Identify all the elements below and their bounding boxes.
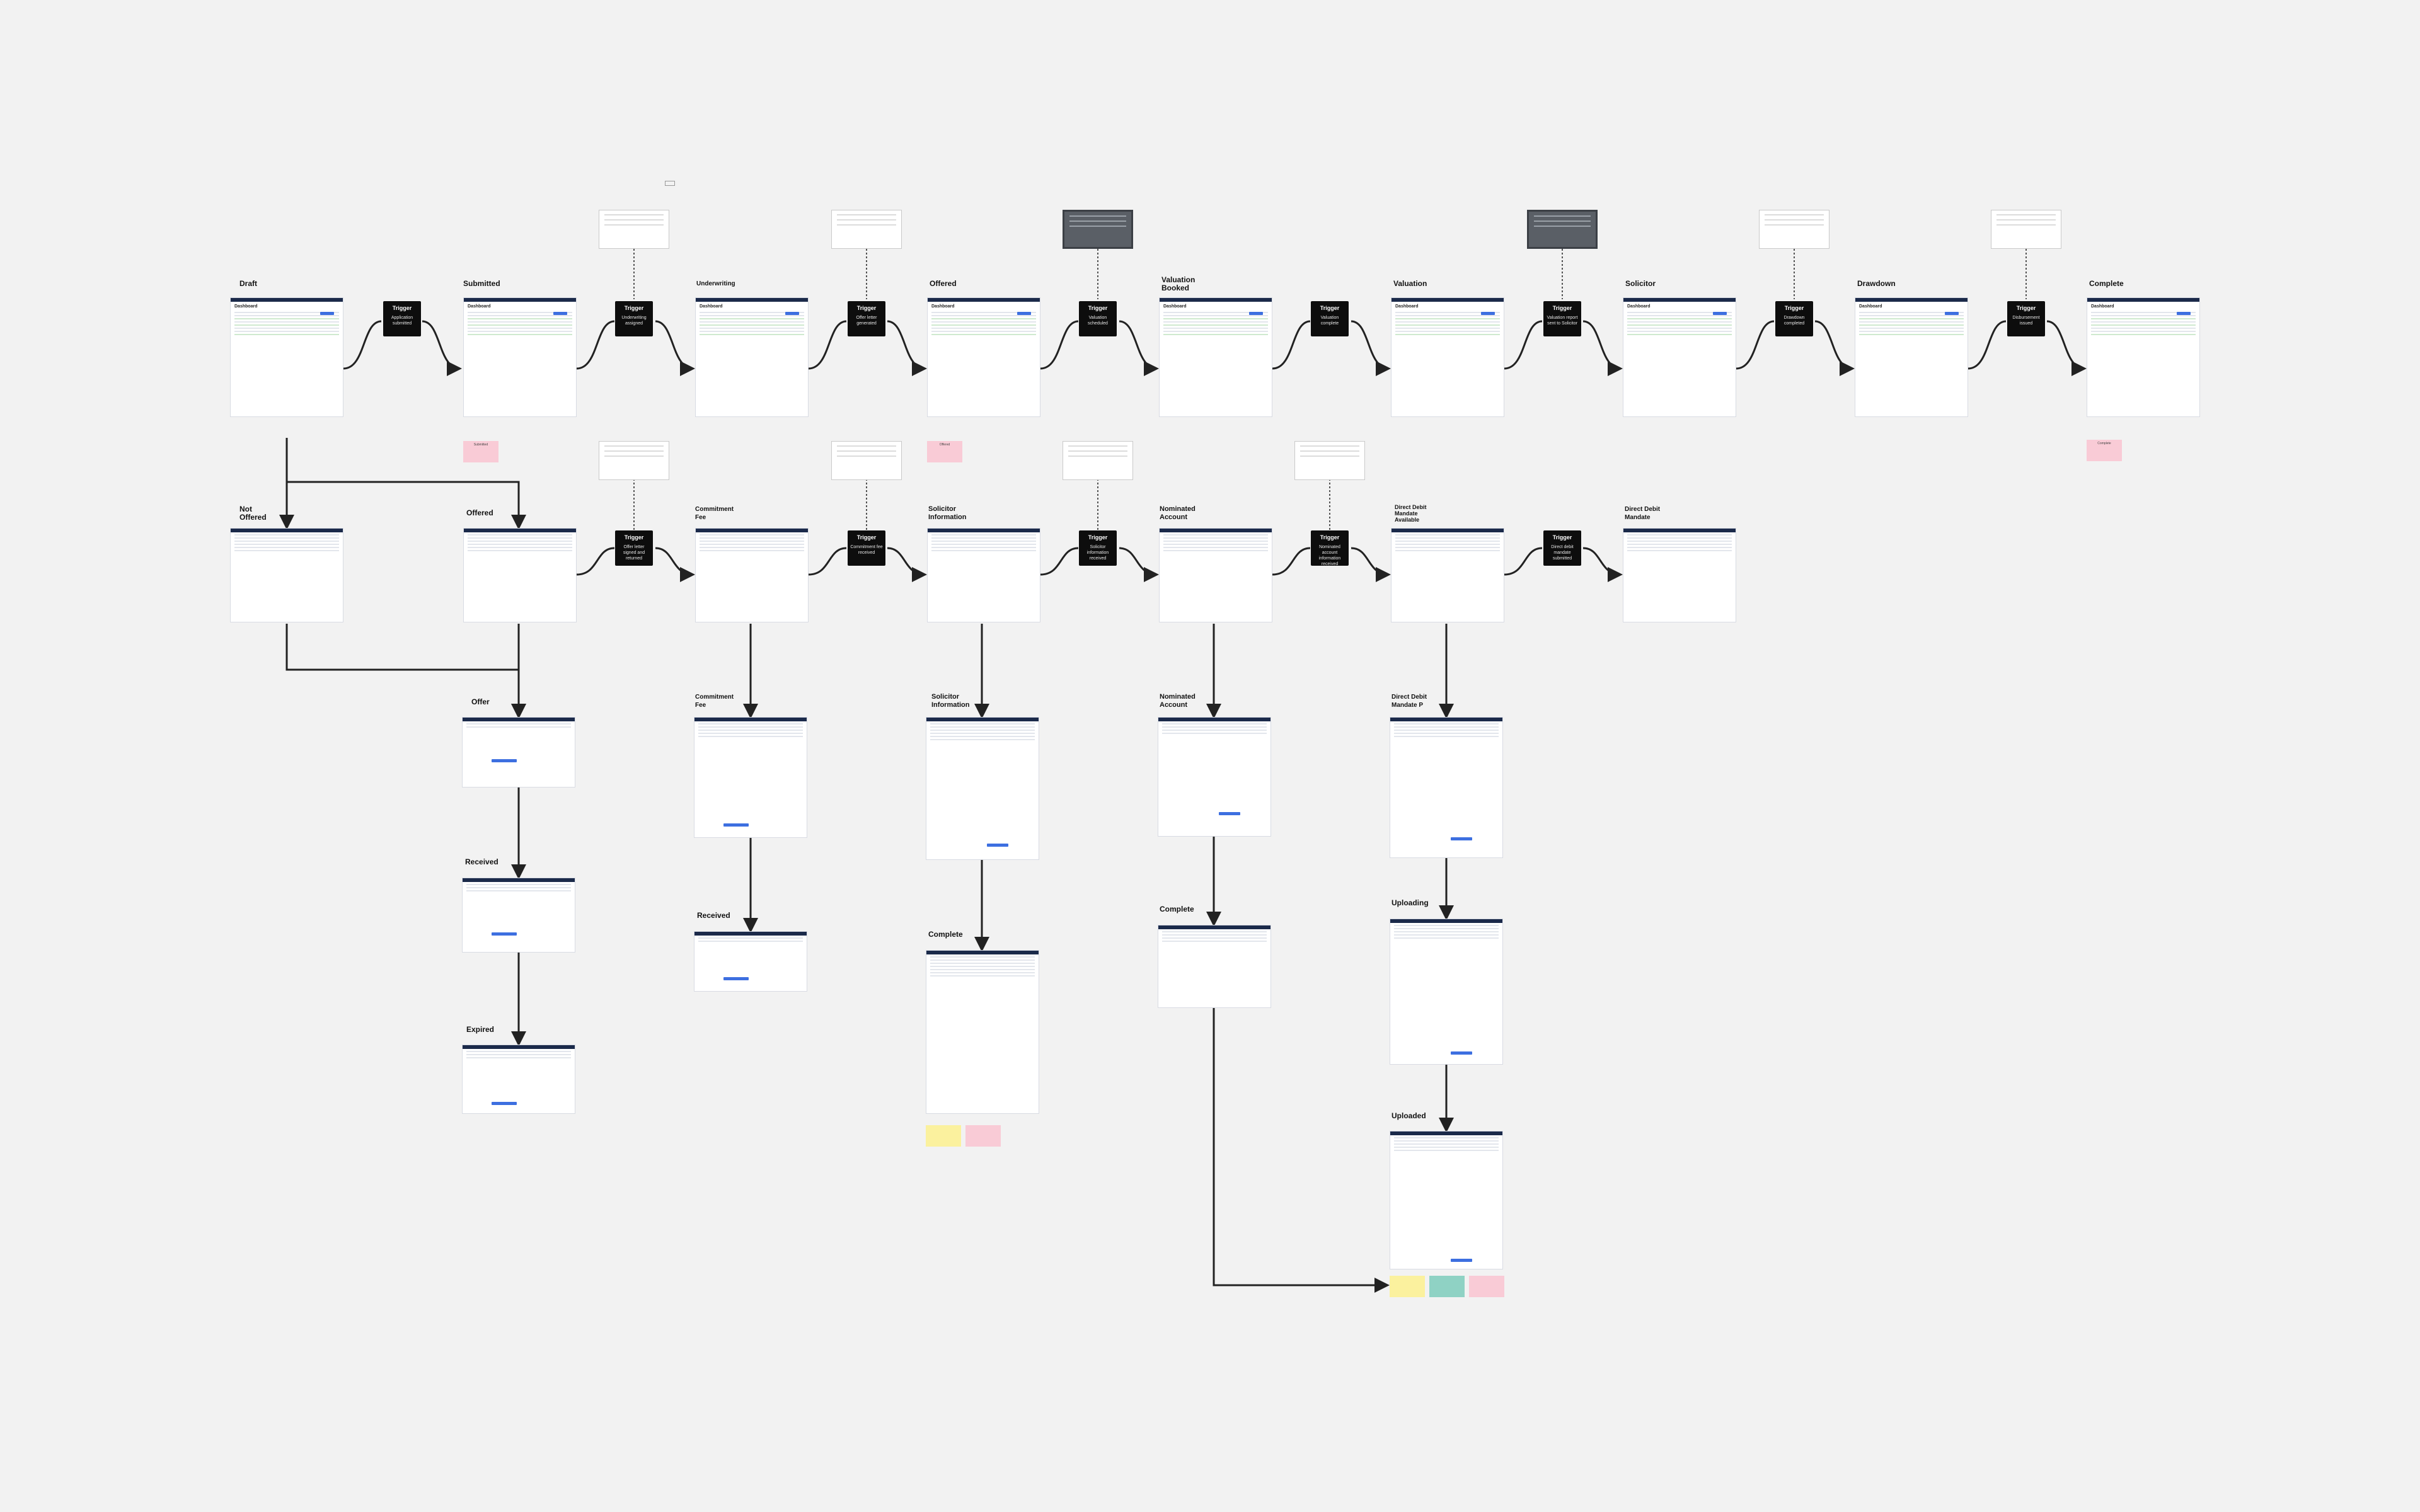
- screen-direct-debit-available-detail[interactable]: [1391, 528, 1504, 622]
- note-submitted: Submitted: [463, 441, 498, 462]
- node-label-commitment-fee-mid: Commitment Fee: [695, 506, 734, 521]
- screen-not-offered-detail[interactable]: [230, 528, 343, 622]
- screen-uploaded-mandate[interactable]: [1390, 1131, 1503, 1269]
- node-label-solicitor-information-mid: Solicitor Information: [928, 505, 967, 521]
- node-label-commitment-fee-low: Commitment Fee: [695, 694, 734, 709]
- email-thumbnail-solicitor-received[interactable]: [1063, 441, 1133, 480]
- note-offered: Offered: [927, 441, 962, 462]
- screen-draft-dashboard[interactable]: Dashboard: [230, 297, 343, 417]
- node-label-received-fee: Received: [697, 911, 730, 920]
- screen-complete-dashboard[interactable]: Dashboard: [2087, 297, 2200, 417]
- screen-complete-solicitor-information[interactable]: [926, 950, 1039, 1114]
- email-thumbnail-drawdown[interactable]: [1759, 210, 1829, 249]
- screen-complete-nominated-account[interactable]: [1158, 925, 1271, 1008]
- node-label-valuation: Valuation: [1393, 279, 1427, 288]
- email-thumbnail-account-received[interactable]: [1294, 441, 1365, 480]
- screen-received-fee[interactable]: [694, 931, 807, 992]
- node-label-direct-debit-mandate-p: Direct Debit Mandate P: [1392, 694, 1427, 709]
- node-label-uploaded: Uploaded: [1392, 1111, 1426, 1120]
- node-label-drawdown: Drawdown: [1857, 279, 1896, 288]
- screen-submitted-dashboard[interactable]: Dashboard: [463, 297, 577, 417]
- node-label-offer: Offer: [471, 697, 490, 706]
- node-label-expired: Expired: [466, 1025, 495, 1034]
- screen-commitment-fee-form[interactable]: [694, 717, 807, 838]
- note-uploaded-green: [1429, 1276, 1465, 1297]
- node-label-complete-account: Complete: [1160, 905, 1194, 914]
- screen-expired-offer[interactable]: [462, 1045, 575, 1114]
- screen-nominated-account-form[interactable]: [1158, 717, 1271, 837]
- screen-offer-form[interactable]: [462, 717, 575, 788]
- screen-direct-debit-mandate-form[interactable]: [1390, 717, 1503, 858]
- note-solicitor-pink: [965, 1125, 1001, 1147]
- node-label-direct-debit-mandate-available: Direct Debit Mandate Available: [1395, 504, 1427, 523]
- email-thumbnail-offer-signed[interactable]: [599, 441, 669, 480]
- node-label-nominated-account-mid: Nominated Account: [1160, 505, 1196, 521]
- node-label-complete-top: Complete: [2089, 279, 2124, 288]
- screen-nominated-account-detail[interactable]: [1159, 528, 1272, 622]
- frame-marker: [665, 181, 675, 186]
- note-solicitor-yellow: [926, 1125, 961, 1147]
- node-label-solicitor: Solicitor: [1625, 279, 1656, 288]
- screen-solicitor-dashboard[interactable]: Dashboard: [1623, 297, 1736, 417]
- email-thumbnail-complete[interactable]: [1991, 210, 2061, 249]
- screen-direct-debit-mandate-detail[interactable]: [1623, 528, 1736, 622]
- screen-valuation-booked-dashboard[interactable]: Dashboard: [1159, 297, 1272, 417]
- note-complete: Complete: [2087, 440, 2122, 461]
- screen-commitment-fee-detail[interactable]: [695, 528, 809, 622]
- email-thumbnail-fee-received[interactable]: [831, 441, 902, 480]
- screen-received-offer[interactable]: [462, 878, 575, 953]
- node-label-not-offered: Not Offered: [239, 505, 267, 522]
- email-thumbnail-solicitor[interactable]: [1527, 210, 1598, 249]
- node-label-solicitor-information-low: Solicitor Information: [931, 693, 970, 709]
- screen-underwriting-dashboard[interactable]: Dashboard: [695, 297, 809, 417]
- screen-offered-detail[interactable]: [463, 528, 577, 622]
- node-label-received-offer: Received: [465, 857, 498, 866]
- email-thumbnail-valuation-booked[interactable]: [1063, 210, 1133, 249]
- screen-valuation-dashboard[interactable]: Dashboard: [1391, 297, 1504, 417]
- note-uploaded-yellow: [1390, 1276, 1425, 1297]
- node-label-offered-top: Offered: [930, 279, 957, 288]
- node-label-offered-mid: Offered: [466, 508, 493, 517]
- node-label-nominated-account-low: Nominated Account: [1160, 693, 1196, 709]
- screen-offered-dashboard[interactable]: Dashboard: [927, 297, 1040, 417]
- node-label-underwriting: Underwriting: [696, 280, 735, 287]
- node-label-complete-solicitor: Complete: [928, 930, 963, 939]
- note-uploaded-pink: [1469, 1276, 1504, 1297]
- node-label-submitted: Submitted: [463, 279, 500, 288]
- node-label-uploading: Uploading: [1392, 898, 1429, 907]
- email-thumbnail-underwriting[interactable]: [599, 210, 669, 249]
- node-label-direct-debit-mandate-mid: Direct Debit Mandate: [1625, 506, 1661, 521]
- node-label-valuation-booked: Valuation Booked: [1161, 275, 1196, 292]
- screen-uploading-mandate[interactable]: [1390, 919, 1503, 1065]
- screen-solicitor-information-form[interactable]: [926, 717, 1039, 860]
- screen-drawdown-dashboard[interactable]: Dashboard: [1855, 297, 1968, 417]
- screen-solicitor-information-detail[interactable]: [927, 528, 1040, 622]
- email-thumbnail-offer[interactable]: [831, 210, 902, 249]
- node-label-draft: Draft: [239, 279, 258, 288]
